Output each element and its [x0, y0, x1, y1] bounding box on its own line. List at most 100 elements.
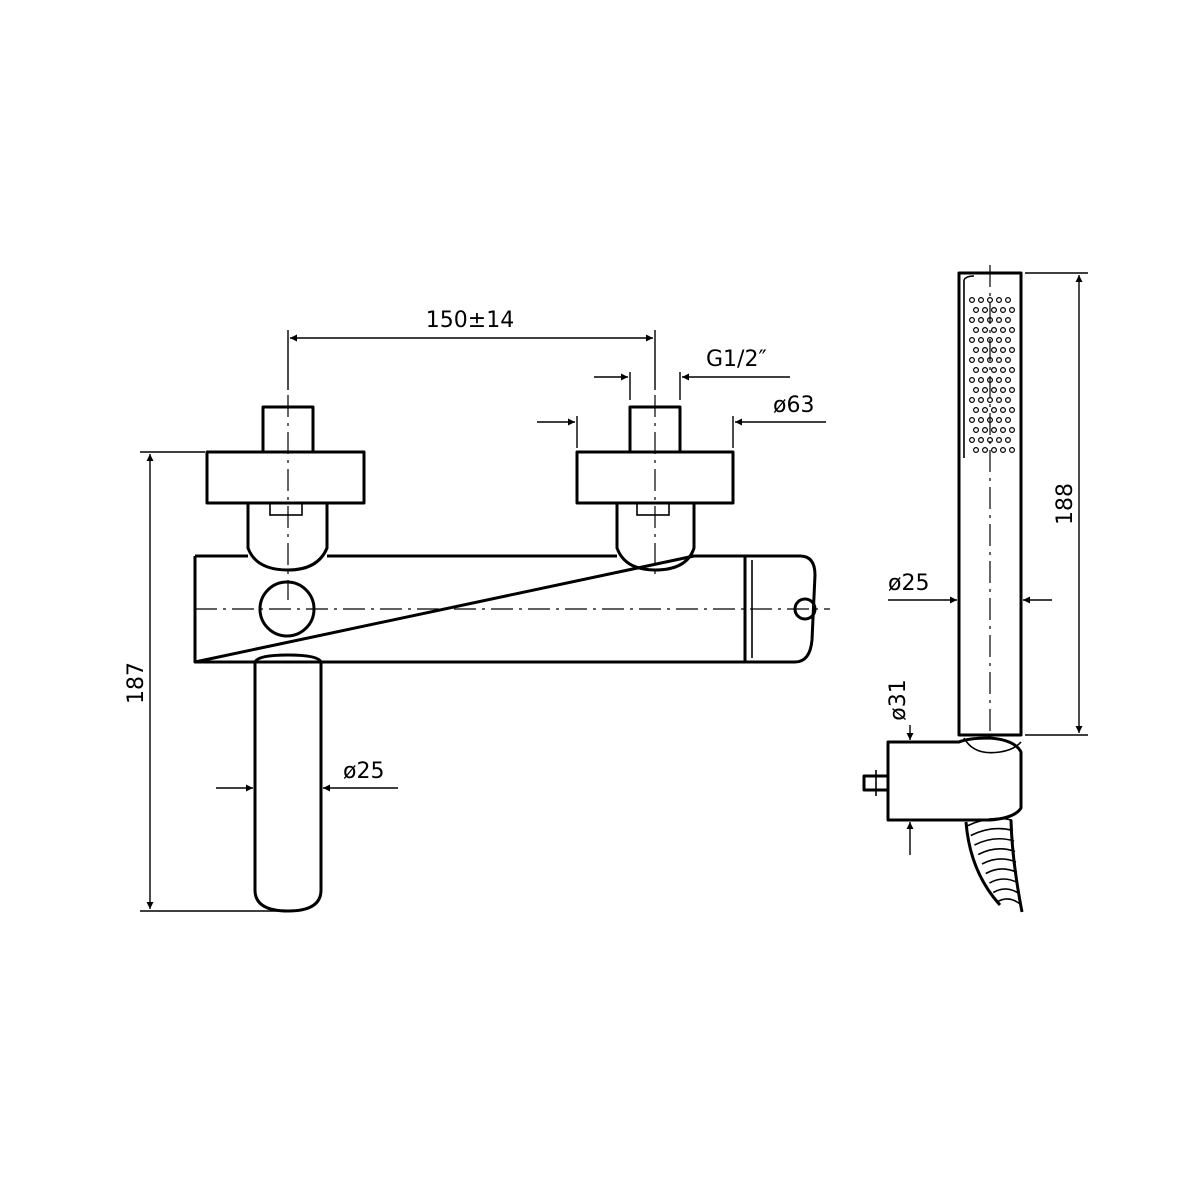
nozzle-dot: [968, 397, 975, 404]
nozzle-dot: [1008, 407, 1015, 414]
nozzle-dot: [981, 347, 988, 354]
mixer-height-label: 187: [124, 662, 149, 704]
nozzle-dot: [981, 447, 988, 454]
nozzle-dot: [1008, 327, 1015, 334]
nozzle-dot: [972, 307, 979, 314]
nozzle-dot: [990, 307, 997, 314]
nozzle-dot: [999, 447, 1006, 454]
nozzle-dot: [1008, 387, 1015, 394]
nozzle-dot: [999, 387, 1006, 394]
nozzle-dot: [1004, 297, 1011, 304]
nozzle-dot: [968, 357, 975, 364]
right-nut: [636, 502, 670, 516]
nozzle-dot: [990, 387, 997, 394]
nozzle-dot: [968, 377, 975, 384]
nozzle-dot: [977, 297, 984, 304]
nozzle-dot: [981, 427, 988, 434]
nozzle-dot: [1004, 357, 1011, 364]
nozzle-dot: [999, 327, 1006, 334]
holder-diameter-label: ø31: [886, 679, 911, 720]
mixer-front-view: [193, 395, 830, 913]
nozzle-dot: [999, 427, 1006, 434]
nozzle-dot: [990, 447, 997, 454]
hose-coil: [996, 898, 1021, 905]
nozzle-dot: [977, 317, 984, 324]
nozzle-dot: [1004, 417, 1011, 424]
nozzle-dot: [977, 357, 984, 364]
handshower-body: [957, 271, 1023, 737]
nozzle-dot: [968, 337, 975, 344]
nozzle-dot: [990, 407, 997, 414]
nozzle-dot: [1004, 437, 1011, 444]
nozzle-dot: [977, 377, 984, 384]
hose-coil: [966, 817, 1013, 827]
nozzle-dot: [968, 317, 975, 324]
nozzle-dot: [995, 337, 1002, 344]
nozzle-dot: [990, 347, 997, 354]
spacing-label: 150±14: [426, 308, 514, 333]
nozzle-dot: [977, 417, 984, 424]
nozzle-dot: [995, 417, 1002, 424]
nozzle-dot: [977, 337, 984, 344]
nozzle-dot: [1004, 397, 1011, 404]
left-eccentric: [246, 503, 329, 572]
nozzle-dot: [995, 297, 1002, 304]
nozzle-dot: [1008, 347, 1015, 354]
nozzle-dot: [995, 357, 1002, 364]
hose-coils: [966, 817, 1021, 905]
nozzle-dot: [986, 297, 993, 304]
nozzle-dot: [968, 437, 975, 444]
thread-label: G1/2″: [706, 347, 767, 372]
nozzle-dot: [990, 427, 997, 434]
hose-coil: [992, 888, 1020, 895]
nozzle-dot: [1004, 337, 1011, 344]
hose-coil: [974, 837, 1015, 846]
nozzle-dot: [977, 397, 984, 404]
hose-coil: [981, 858, 1017, 865]
nozzle-dot: [1004, 317, 1011, 324]
nozzle-dot: [999, 347, 1006, 354]
rosette-diameter-label: ø63: [773, 393, 814, 418]
nozzle-grid: [968, 297, 1015, 454]
left-rosette: [205, 450, 366, 505]
nozzle-dot: [990, 367, 997, 374]
nozzle-dot: [1008, 367, 1015, 374]
spout: [253, 653, 323, 913]
hose-coil: [970, 827, 1014, 837]
nozzle-dot: [981, 387, 988, 394]
nozzle-dot: [1004, 377, 1011, 384]
mixer-dimensions: 150±14 G1/2″ ø63 187 ø25: [124, 308, 826, 912]
nozzle-dot: [972, 327, 979, 334]
nozzle-dot: [972, 387, 979, 394]
hose: [964, 819, 1024, 913]
nozzle-dot: [995, 317, 1002, 324]
left-nut: [269, 502, 303, 516]
nozzle-dot: [986, 397, 993, 404]
handshower-diameter-label: ø25: [888, 571, 929, 596]
hose-coil: [985, 868, 1018, 875]
nozzle-dot: [981, 367, 988, 374]
nozzle-dot: [981, 327, 988, 334]
nozzle-dot: [995, 397, 1002, 404]
holder-bracket: [886, 736, 1023, 822]
handshower-length-label: 188: [1053, 483, 1078, 525]
nozzle-dot: [968, 417, 975, 424]
nozzle-dot: [981, 407, 988, 414]
nozzle-dot: [968, 297, 975, 304]
nozzle-dot: [972, 447, 979, 454]
nozzle-dot: [995, 377, 1002, 384]
nozzle-dot: [995, 437, 1002, 444]
nozzle-dot: [972, 427, 979, 434]
handshower-view: [862, 265, 1024, 913]
nozzle-dot: [972, 407, 979, 414]
nozzle-dot: [1008, 447, 1015, 454]
nozzle-dot: [1008, 427, 1015, 434]
handshower-dimensions: 188 ø25 ø31: [886, 272, 1088, 855]
nozzle-dot: [981, 307, 988, 314]
nozzle-dot: [972, 367, 979, 374]
nozzle-dot: [990, 327, 997, 334]
nozzle-dot: [977, 437, 984, 444]
nozzle-dot: [1008, 307, 1015, 314]
nozzle-dot: [972, 347, 979, 354]
